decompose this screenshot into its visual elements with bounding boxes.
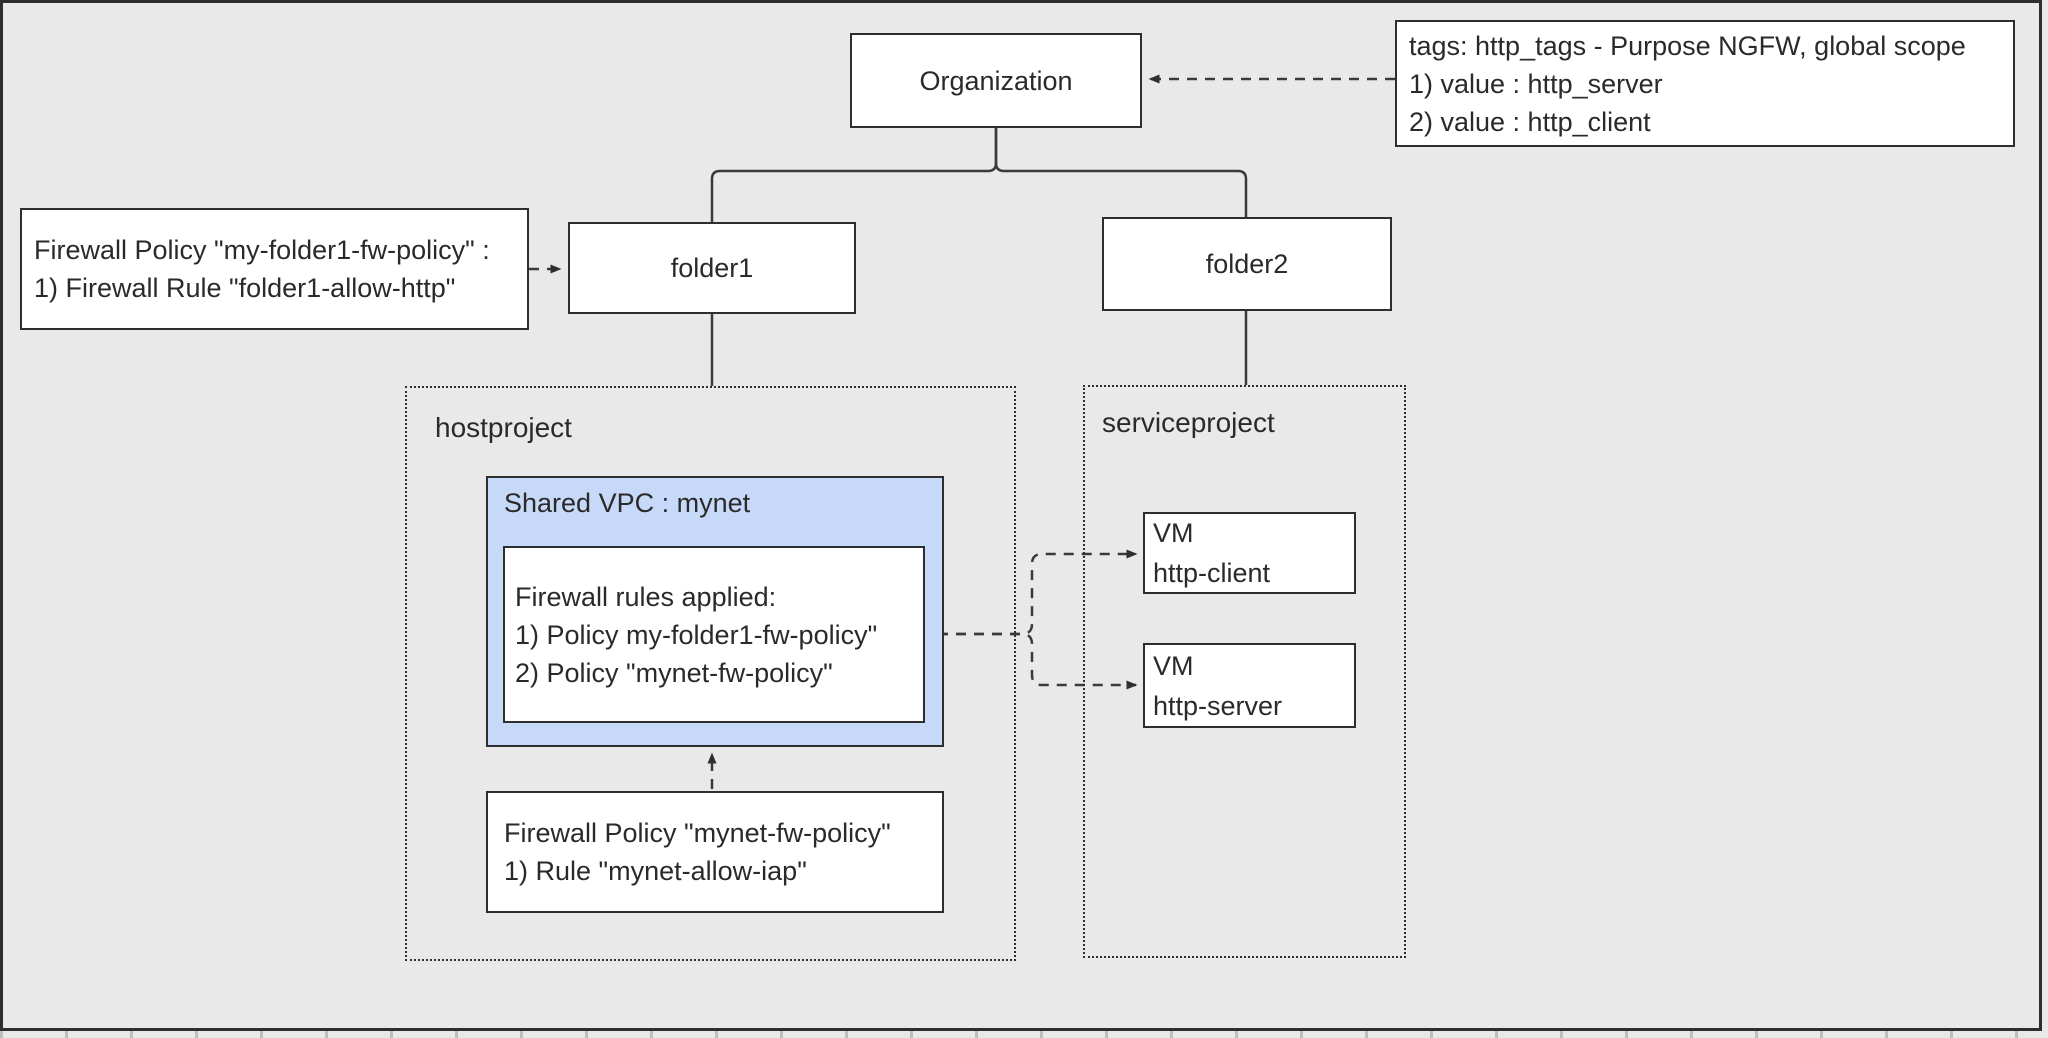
- node-vm-http-client: VM http-client: [1143, 512, 1356, 594]
- edge-rules-vmserver: [938, 632, 1138, 690]
- firewall-rules-line: Firewall rules applied:: [515, 581, 777, 612]
- vm-server-line: VM: [1153, 650, 1194, 681]
- shared-vpc-label: Shared VPC : mynet: [504, 488, 751, 518]
- tags-note-line: 2) value : http_client: [1409, 106, 1651, 137]
- vm-client-line: http-client: [1153, 558, 1271, 588]
- organization-label: Organization: [919, 65, 1073, 96]
- firewall-rules-line: 2) Policy "mynet-fw-policy": [515, 657, 833, 688]
- edge-rules-vmclient: [938, 549, 1138, 636]
- node-folder1: folder1: [568, 222, 856, 314]
- note-folder1-policy: Firewall Policy "my-folder1-fw-policy" :…: [20, 208, 529, 330]
- folder2-label: folder2: [1205, 249, 1289, 279]
- serviceproject-label: serviceproject: [1102, 407, 1275, 438]
- mynet-policy-line: 1) Rule "mynet-allow-iap": [504, 856, 807, 886]
- folder1-label: folder1: [670, 253, 754, 283]
- tags-note-line: 1) value : http_server: [1409, 68, 1663, 99]
- canvas-bottom-ruler-ticks: [0, 1031, 2042, 1038]
- firewall-rules-line: 1) Policy my-folder1-fw-policy": [515, 619, 878, 650]
- container-serviceproject: serviceproject: [1083, 385, 1406, 958]
- note-mynet-policy: Firewall Policy "mynet-fw-policy" 1) Rul…: [486, 791, 944, 913]
- mynet-policy-line: Firewall Policy "mynet-fw-policy": [504, 818, 891, 848]
- vm-server-line: http-server: [1153, 690, 1283, 721]
- vm-client-line: VM: [1153, 518, 1194, 548]
- folder1-policy-line: 1) Firewall Rule "folder1-allow-http": [34, 273, 456, 303]
- edge-org-folder2: [994, 128, 1248, 217]
- container-hostproject: hostproject: [405, 386, 1016, 961]
- folder1-policy-line: Firewall Policy "my-folder1-fw-policy" :: [34, 235, 490, 265]
- tags-note-line: tags: http_tags - Purpose NGFW, global s…: [1409, 30, 1966, 61]
- node-firewall-rules-applied: Firewall rules applied: 1) Policy my-fol…: [503, 546, 925, 723]
- hostproject-label: hostproject: [435, 412, 572, 443]
- node-organization: Organization: [850, 33, 1142, 128]
- node-vm-http-server: VM http-server: [1143, 643, 1356, 728]
- edge-org-folder1: [710, 128, 998, 222]
- note-tags: tags: http_tags - Purpose NGFW, global s…: [1395, 20, 2015, 147]
- node-folder2: folder2: [1102, 217, 1392, 311]
